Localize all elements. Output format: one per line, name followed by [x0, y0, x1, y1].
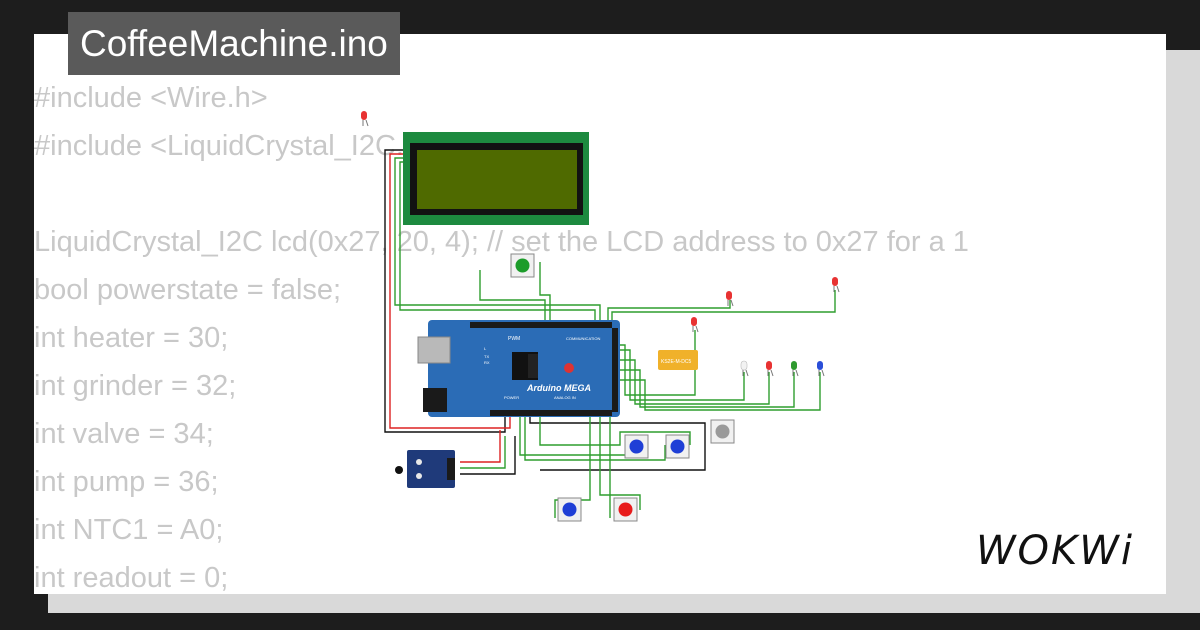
- wire: [519, 415, 631, 456]
- wokwi-logo: WOKWi: [976, 528, 1134, 574]
- wire: [609, 415, 641, 510]
- lcd-display[interactable]: [403, 132, 589, 225]
- wire: [539, 262, 551, 322]
- board-label-tx: TX: [484, 354, 489, 359]
- thermistor-icon: [395, 466, 403, 474]
- header-top: [470, 322, 612, 328]
- push-button-blue[interactable]: [624, 434, 649, 459]
- code-line: bool powerstate = false;: [34, 274, 342, 306]
- relay-label: KS2E-M-DC5: [661, 359, 692, 365]
- board-name: Arduino MEGA: [526, 383, 591, 393]
- led-blue-icon[interactable]: [817, 361, 825, 377]
- wire: [616, 330, 696, 396]
- push-button-blue[interactable]: [665, 434, 690, 459]
- code-line: int valve = 34;: [34, 418, 214, 450]
- board-label-l: L: [484, 346, 487, 351]
- wire: [599, 415, 611, 518]
- wire: [616, 349, 745, 401]
- wire: [460, 436, 516, 475]
- ntc-sensor-module[interactable]: [395, 450, 455, 488]
- wire: [539, 415, 691, 446]
- board-label-analog-in: ANALOG IN: [554, 395, 576, 400]
- sensor-header: [447, 458, 455, 480]
- led-red-icon[interactable]: [832, 277, 840, 293]
- wire: [616, 369, 795, 408]
- wire: [394, 157, 601, 322]
- relay-body: [658, 350, 698, 370]
- arduino-mega-board[interactable]: Arduino MEGA PWM COMMUNICATION POWER ANA…: [417, 320, 620, 417]
- code-preview: #include <Wire.h> #include <LiquidCrystal…: [34, 74, 969, 602]
- relay-module[interactable]: KS2E-M-DC5: [658, 350, 698, 370]
- board-label-pwm: PWM: [508, 336, 520, 342]
- code-line: int grinder = 32;: [34, 370, 237, 402]
- board-label-communication: COMMUNICATION: [566, 336, 600, 341]
- wire: [479, 270, 546, 322]
- push-button-red[interactable]: [613, 497, 638, 522]
- wire: [389, 153, 511, 429]
- push-button-gray[interactable]: [710, 419, 735, 444]
- sensor-hole-icon: [416, 459, 422, 465]
- page-title: CoffeeMachine.ino: [68, 12, 400, 75]
- usb-port-icon: [417, 336, 451, 364]
- code-line: int NTC1 = A0;: [34, 514, 224, 546]
- push-buttons: [510, 253, 735, 522]
- code-line: LiquidCrystal_I2C lcd(0x27, 20, 4); // s…: [34, 226, 969, 258]
- led-red-icon[interactable]: [361, 111, 369, 127]
- led-red-icon[interactable]: [726, 291, 734, 307]
- code-line: #include <LiquidCrystal_I2C.h>: [34, 130, 438, 162]
- push-button-blue[interactable]: [557, 497, 582, 522]
- wire: [460, 436, 506, 469]
- led-green-icon[interactable]: [791, 361, 799, 377]
- code-line: int readout = 0;: [34, 562, 229, 594]
- led-red-icon[interactable]: [766, 361, 774, 377]
- wire: [607, 300, 731, 322]
- power-jack-icon: [423, 388, 447, 412]
- lcd-screen: [417, 150, 577, 209]
- wire: [524, 415, 666, 461]
- code-line: int heater = 30;: [34, 322, 229, 354]
- code-line: int pump = 36;: [34, 466, 219, 498]
- wire: [384, 149, 506, 433]
- reset-button-icon[interactable]: [564, 363, 574, 373]
- chip-icon: [528, 354, 538, 378]
- header-right: [612, 328, 618, 412]
- push-button-green[interactable]: [510, 253, 535, 278]
- wire: [616, 359, 770, 405]
- board-label-rx: RX: [484, 360, 490, 365]
- wire: [616, 372, 821, 411]
- led-white-icon[interactable]: [740, 360, 749, 377]
- led-red-icon[interactable]: [691, 317, 699, 333]
- sensor-hole-icon: [416, 473, 422, 479]
- header-bottom: [490, 410, 612, 416]
- wire: [529, 415, 706, 471]
- leds: [361, 111, 840, 377]
- board-label-power: POWER: [504, 395, 519, 400]
- wire: [460, 430, 501, 463]
- code-line: #include <Wire.h>: [34, 82, 268, 114]
- wire: [611, 290, 836, 322]
